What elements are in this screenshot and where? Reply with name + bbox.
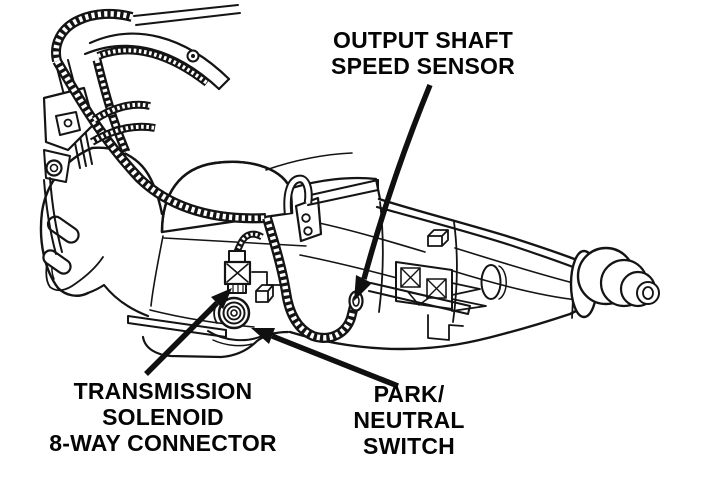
callout-line: PARK/: [373, 381, 445, 407]
crossmember-bracket: [368, 229, 487, 315]
driveshaft-yoke: [569, 246, 660, 319]
callout-line: SWITCH: [363, 433, 455, 459]
mount-bracket-top: [283, 174, 379, 243]
wiring-harness: [51, 4, 359, 343]
callout-output-shaft-speed-sensor: OUTPUT SHAFT SPEED SENSOR: [273, 27, 573, 79]
callout-line: OUTPUT SHAFT: [333, 27, 513, 53]
callout-line: TRANSMISSION: [73, 378, 253, 404]
arrow-output-shaft-speed-sensor: [354, 83, 433, 301]
park-neutral-switch: [207, 296, 263, 347]
callout-line: 8-WAY CONNECTOR: [49, 430, 277, 456]
callout-line: SPEED SENSOR: [331, 53, 515, 79]
transmission-body: [40, 148, 591, 358]
callout-park-neutral-switch: PARK/ NEUTRAL SWITCH: [259, 381, 559, 459]
solenoid-8way-connector: [223, 250, 286, 303]
arrow-park-neutral-switch: [251, 328, 400, 389]
callout-line: NEUTRAL: [353, 407, 465, 433]
callout-transmission-solenoid-connector: TRANSMISSION SOLENOID 8-WAY CONNECTOR: [13, 378, 313, 456]
arrow-transmission-solenoid-connector: [144, 288, 232, 376]
callout-line: SOLENOID: [102, 404, 224, 430]
shift-linkage: [42, 59, 96, 255]
